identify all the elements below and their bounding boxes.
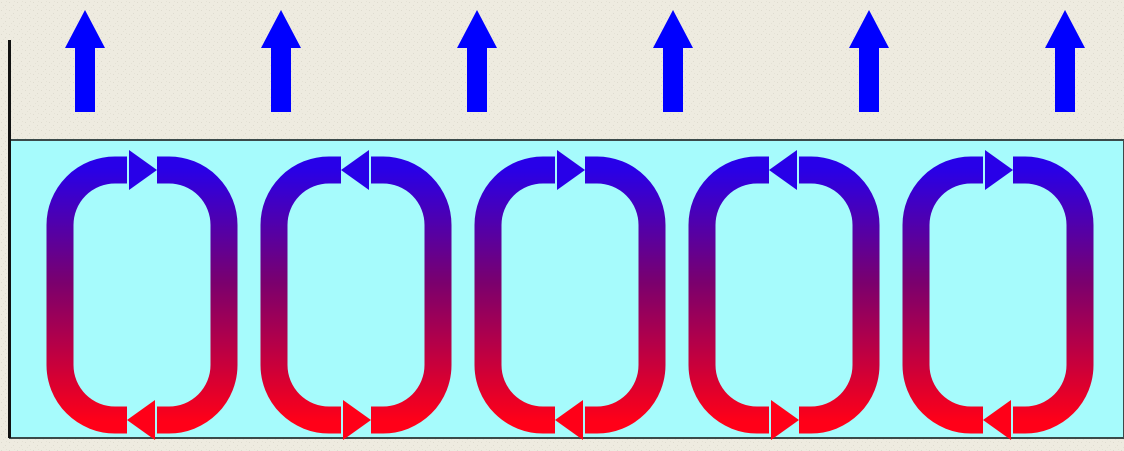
cell-3 [474,150,666,440]
arrowhead-icon [343,400,371,440]
arrow-up-icon [457,10,497,112]
cell-1 [46,150,238,440]
arrowhead-icon [557,150,585,190]
arrowhead-icon [129,150,157,190]
cell-2 [260,150,452,440]
left-wall [8,40,11,438]
arrow-up-icon [653,10,693,112]
cell-4 [688,150,880,440]
cell-left-arc [688,156,769,434]
cell-left-arc [474,156,555,434]
convection-cells [46,150,1094,440]
cell-5 [902,150,1094,440]
cell-right-arc [585,156,666,434]
arrow-up-icon [1045,10,1085,112]
arrow-up-icon [261,10,301,112]
arrow-up-icon [849,10,889,112]
arrow-up-icon [65,10,105,112]
cell-left-arc [46,156,127,434]
arrowhead-icon [555,400,583,440]
cell-right-arc [1013,156,1094,434]
arrowhead-icon [127,400,155,440]
arrowhead-icon [983,400,1011,440]
arrowhead-icon [769,150,797,190]
cell-left-arc [260,156,341,434]
cell-right-arc [799,156,880,434]
arrowhead-icon [341,150,369,190]
rising-arrows [65,10,1085,112]
cell-right-arc [157,156,238,434]
arrowhead-icon [985,150,1013,190]
cell-right-arc [371,156,452,434]
cell-left-arc [902,156,983,434]
arrowhead-icon [771,400,799,440]
